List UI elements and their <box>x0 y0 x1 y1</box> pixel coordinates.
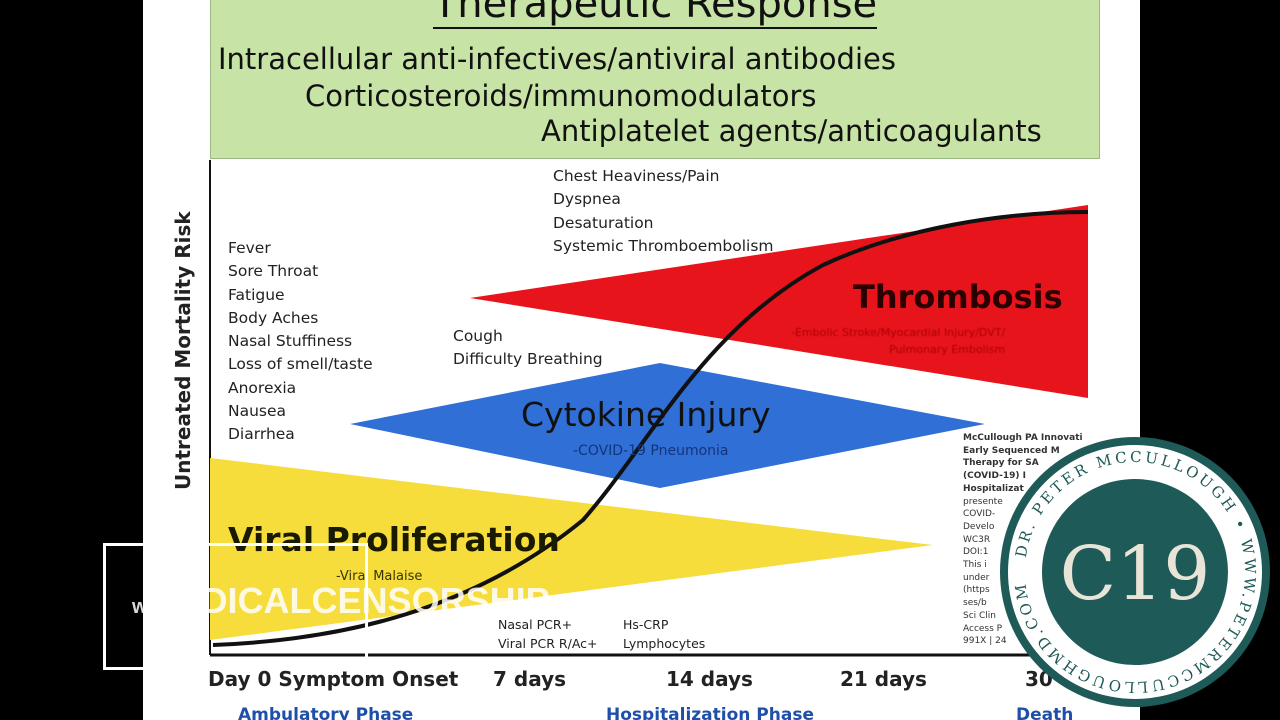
phase-diagram <box>209 160 1089 657</box>
banner-line-corticosteroids: Corticosteroids/immunomodulators <box>305 79 817 113</box>
symptom-item: Loss of smell/taste <box>228 355 373 374</box>
cytokine-sublabel: -COVID-19 Pneumonia <box>573 443 729 459</box>
late-symptoms-list: Chest Heaviness/Pain Dyspnea Desaturatio… <box>553 165 774 258</box>
reference-line: under <box>963 572 990 583</box>
viral-proliferation-label: Viral Proliferation <box>228 520 560 559</box>
reference-line: Hospitalizat <box>963 483 1024 494</box>
lab-item: Viral PCR R/Ac+ <box>498 636 598 651</box>
lab-item: Lymphocytes <box>623 636 706 651</box>
thrombosis-label: Thrombosis <box>853 278 1063 316</box>
symptom-item: Nasal Stuffiness <box>228 332 353 351</box>
slide: Therapeutic Response Intracellular anti-… <box>143 0 1140 720</box>
mid-symptoms-list: Cough Difficulty Breathing <box>453 325 603 372</box>
symptom-item: Nausea <box>228 402 287 421</box>
viral-lab-markers: Nasal PCR+ Viral PCR R/Ac+ <box>498 615 598 653</box>
reference-line: 991X | 24 <box>963 636 1007 647</box>
reference-line: McCullough PA Innovati <box>963 433 1083 443</box>
medical-censorship-watermark: wMEDICALCENSORSHIP <box>132 580 550 621</box>
symptom-item: Desaturation <box>553 213 654 232</box>
early-symptoms-list: Fever Sore Throat Fatigue Body Aches Nas… <box>228 237 373 447</box>
banner-title: Therapeutic Response <box>211 0 1099 29</box>
symptom-item: Diarrhea <box>228 425 295 444</box>
reference-line: Sci Clin <box>963 610 997 621</box>
symptom-item: Sore Throat <box>228 262 319 281</box>
reference-line: Early Sequenced M <box>963 445 1060 456</box>
symptom-item: Anorexia <box>228 378 297 397</box>
banner-line-antiinfectives: Intracellular anti-infectives/antiviral … <box>218 42 896 76</box>
phase-ambulatory: Ambulatory Phase <box>238 705 414 720</box>
symptom-item: Dyspnea <box>553 190 621 209</box>
symptom-item: Fatigue <box>228 285 285 304</box>
reference-line: (https <box>963 585 990 596</box>
banner-line-antiplatelet: Antiplatelet agents/anticoagulants <box>541 114 1042 148</box>
symptom-item: Body Aches <box>228 308 319 327</box>
thrombosis-wedge <box>470 205 1088 398</box>
logo-center-text: C19 <box>1060 531 1211 617</box>
y-axis-label: Untreated Mortality Risk <box>171 211 195 490</box>
watermark-frame <box>103 543 368 670</box>
x-tick-day0: Day 0 Symptom Onset <box>208 667 459 691</box>
phase-death: Death <box>1016 705 1074 720</box>
cytokine-injury-label: Cytokine Injury <box>521 395 771 434</box>
symptom-item: Chest Heaviness/Pain <box>553 167 720 185</box>
reference-line: WC3R <box>963 534 991 545</box>
reference-line: Therapy for SA <box>963 458 1039 469</box>
reference-line: This i <box>963 560 987 571</box>
reference-line: DOI:1 <box>963 547 989 558</box>
reference-line: presente <box>963 496 1003 507</box>
reference-line: Access P <box>963 623 1003 634</box>
x-tick-21-days: 21 days <box>840 667 927 691</box>
reference-line: (COVID-19) I <box>963 471 1026 482</box>
viral-proliferation-wedge <box>210 458 933 640</box>
x-tick-7-days: 7 days <box>493 667 567 691</box>
inflammation-lab-markers: Hs-CRP Lymphocytes <box>623 615 705 653</box>
viral-sublabel: -Viral Malaise <box>336 569 423 584</box>
thrombosis-sublabel: -Embolic Stroke/Myocardial Injury/DVT/ P… <box>791 326 1006 356</box>
reference-line: ses/b <box>963 598 987 609</box>
x-tick-14-days: 14 days <box>666 667 753 691</box>
therapeutic-response-banner: Therapeutic Response <box>210 0 1100 159</box>
lab-item: Nasal PCR+ <box>498 617 573 632</box>
symptom-item: Cough <box>453 327 503 345</box>
lab-item: Hs-CRP <box>623 617 669 632</box>
symptom-item: Difficulty Breathing <box>453 350 603 369</box>
c19-logo: DR. PETER MCCULLOUGH • WWW.PETERMCCULLOU… <box>995 432 1270 707</box>
cytokine-injury-diamond <box>350 363 985 488</box>
symptom-item: Fever <box>228 239 271 257</box>
reference-line: COVID- <box>963 509 996 520</box>
phase-hospitalization: Hospitalization Phase <box>606 705 814 720</box>
symptom-item: Systemic Thromboembolism <box>553 236 774 255</box>
mortality-risk-curve <box>212 210 1089 647</box>
reference-line: Develo <box>963 521 995 532</box>
